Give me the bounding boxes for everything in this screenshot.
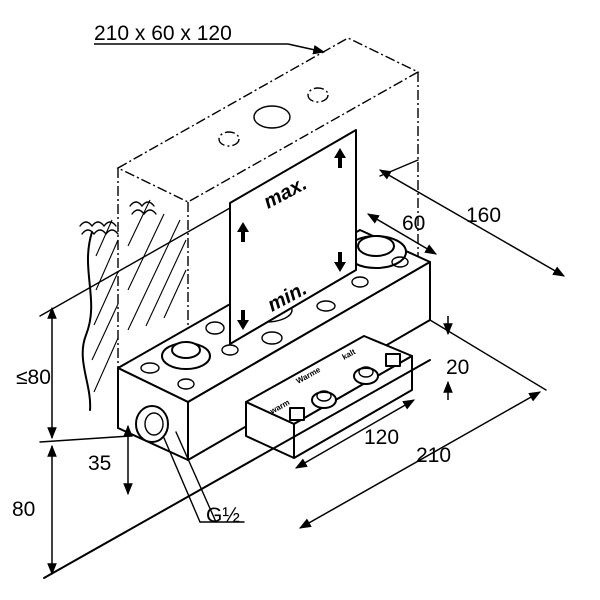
screw-left bbox=[289, 407, 305, 421]
dim-20: 20 bbox=[446, 356, 469, 379]
arrow-up-icon-2 bbox=[334, 148, 346, 168]
dim-160: 160 bbox=[466, 204, 501, 227]
dim-le80: ≤80 bbox=[16, 366, 51, 389]
dim-120: 120 bbox=[364, 426, 399, 449]
box-hole-center bbox=[253, 105, 291, 129]
screw-right bbox=[385, 353, 401, 367]
rope-icon bbox=[79, 221, 119, 236]
dimension-lines bbox=[39, 43, 566, 579]
arrow-up-icon bbox=[237, 222, 249, 242]
arrow-down-icon bbox=[237, 310, 249, 330]
rope-icon-2 bbox=[129, 201, 157, 216]
valve-knob-cold bbox=[353, 367, 379, 385]
dim-80: 80 bbox=[12, 498, 35, 521]
box-size-label: 210 x 60 x 120 bbox=[94, 22, 232, 45]
dim-35: 35 bbox=[88, 452, 111, 475]
valve-knob-warm bbox=[311, 391, 337, 409]
dim-60: 60 bbox=[402, 212, 425, 235]
thread-label: G½ bbox=[206, 504, 240, 527]
box-hole-left bbox=[218, 131, 240, 147]
dim-210: 210 bbox=[416, 444, 451, 467]
box-hole-right bbox=[307, 87, 329, 103]
arrow-down-icon-2 bbox=[334, 252, 346, 272]
